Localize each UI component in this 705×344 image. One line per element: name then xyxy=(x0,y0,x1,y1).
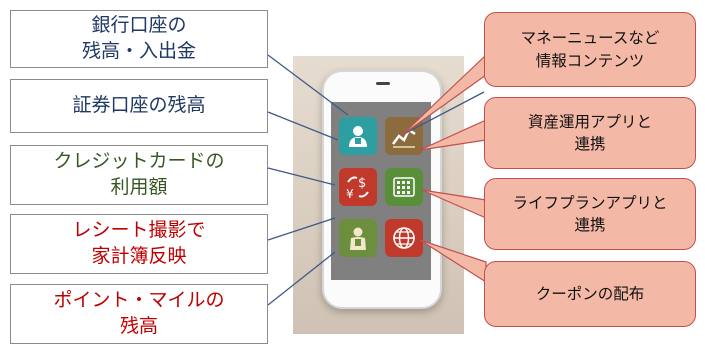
svg-text:¥: ¥ xyxy=(346,187,354,201)
label-securities-account: 証券口座の残高 xyxy=(10,79,268,133)
globe-icon xyxy=(385,219,423,257)
connector-receipt xyxy=(267,217,336,241)
calculator-icon xyxy=(385,168,423,206)
label-bank-account: 銀行口座の 残高・入出金 xyxy=(10,10,268,68)
callout-pointer-coupon xyxy=(419,239,487,283)
callout-pointer-investment xyxy=(419,119,487,151)
callout-investment-app: 資産運用アプリと 連携 xyxy=(484,97,696,169)
label-receipt-scan: レシート撮影で 家計簿反映 xyxy=(10,214,268,274)
connector-news xyxy=(401,91,485,136)
callout-news-content: マネーニュースなど 情報コンテンツ xyxy=(484,12,696,87)
label-line: クレジットカードの xyxy=(53,150,225,173)
callout-line: マネーニュースなど xyxy=(520,29,660,48)
label-line: 証券口座の残高 xyxy=(72,94,206,117)
label-line: 残高 xyxy=(119,315,158,337)
businessman-icon xyxy=(339,219,377,257)
callout-line: 連携 xyxy=(574,135,606,153)
person-icon xyxy=(339,117,377,155)
callout-lifeplan-app: ライフプランアプリと 連携 xyxy=(484,178,696,250)
callout-pointer-news xyxy=(401,54,487,136)
callout-line: 情報コンテンツ xyxy=(535,51,645,70)
phone-screen: ¥ $ xyxy=(331,102,431,280)
label-line: 残高・入出金 xyxy=(81,40,196,62)
callout-coupon: クーポンの配布 xyxy=(484,261,696,327)
currency-exchange-icon: ¥ $ xyxy=(339,168,377,206)
callout-line: 連携 xyxy=(574,216,606,234)
label-line: レシート撮影で xyxy=(72,219,206,242)
connector-points xyxy=(267,251,336,306)
callout-line: クーポンの配布 xyxy=(535,284,645,303)
callout-pointers xyxy=(401,54,487,283)
callout-line: 資産運用アプリと xyxy=(527,112,652,131)
connector-securities xyxy=(267,111,339,141)
label-line: 利用額 xyxy=(110,176,168,198)
label-line: 銀行口座の xyxy=(91,14,187,37)
callout-pointer-lifeplan xyxy=(421,189,487,219)
connector-bank xyxy=(267,54,349,116)
label-credit-card: クレジットカードの 利用額 xyxy=(10,145,268,205)
connector-credit-card xyxy=(267,167,336,186)
phone-speaker xyxy=(376,82,390,85)
label-line: ポイント・マイルの xyxy=(53,289,225,312)
svg-text:$: $ xyxy=(358,176,366,191)
label-line: 家計簿反映 xyxy=(91,245,187,267)
callout-line: ライフプランアプリと xyxy=(512,193,668,212)
smartphone: ¥ $ xyxy=(322,70,442,309)
